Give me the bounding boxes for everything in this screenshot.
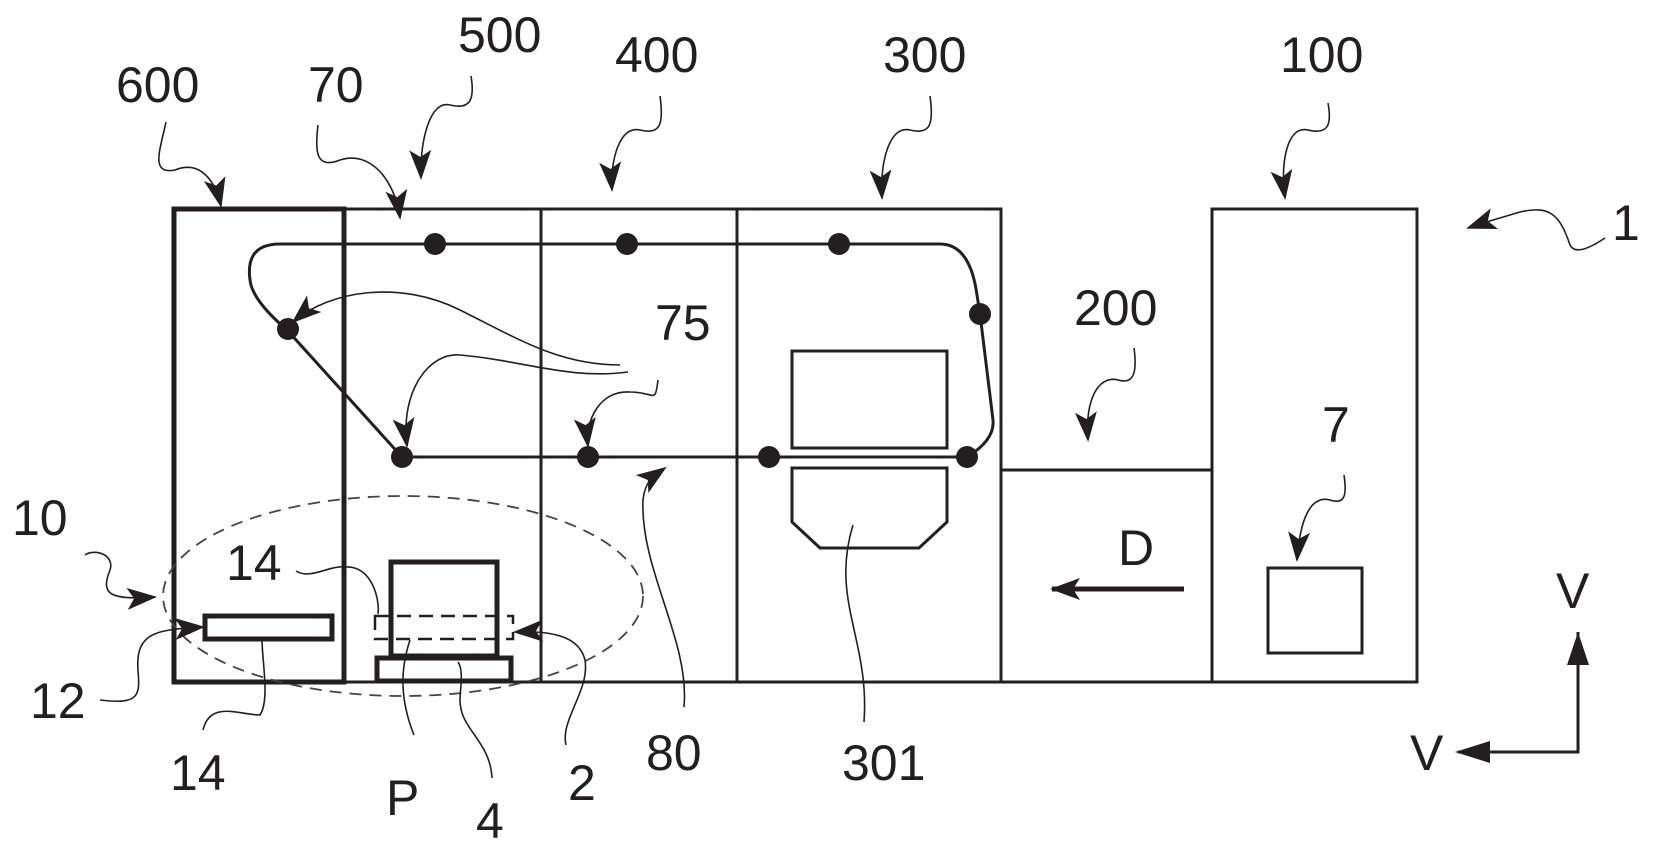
label-D: D xyxy=(1118,520,1154,576)
station-dot xyxy=(277,318,299,340)
module-200-frame xyxy=(1001,468,1214,684)
leader-200 xyxy=(1074,347,1136,442)
station-dot xyxy=(424,233,446,255)
label-14-bottom: 14 xyxy=(170,745,226,801)
leader-7 xyxy=(1288,474,1346,562)
unit-7 xyxy=(1266,566,1364,655)
transport-path xyxy=(247,242,995,459)
leader-12 xyxy=(99,617,205,702)
label-2: 2 xyxy=(568,755,596,811)
leader-70 xyxy=(315,124,408,220)
leader-4 xyxy=(457,661,493,779)
label-80: 80 xyxy=(646,725,702,781)
label-12: 12 xyxy=(30,673,86,729)
leader-P xyxy=(402,639,415,736)
leader-75-b xyxy=(392,354,629,448)
unit-301 xyxy=(790,466,949,550)
label-1: 1 xyxy=(1612,195,1640,251)
label-301: 301 xyxy=(842,735,925,791)
label-4: 4 xyxy=(476,793,504,848)
leader-2 xyxy=(513,619,587,746)
slot-12 xyxy=(202,613,335,642)
leader-10 xyxy=(84,551,157,610)
leader-1 xyxy=(1466,208,1606,251)
label-500: 500 xyxy=(458,7,541,63)
leader-600 xyxy=(158,121,226,208)
station-dot xyxy=(577,446,599,468)
printer-P xyxy=(388,559,500,659)
base-4 xyxy=(374,655,514,684)
leader-400 xyxy=(599,95,663,192)
upper-unit xyxy=(790,349,949,450)
leader-14-bottom xyxy=(202,639,266,731)
label-70: 70 xyxy=(308,57,364,113)
label-P: P xyxy=(386,770,419,826)
axis-left-arrowhead xyxy=(1455,741,1490,763)
label-200: 200 xyxy=(1074,280,1157,336)
module-600-frame xyxy=(171,206,347,685)
leader-75-a xyxy=(291,291,621,366)
label-14-top: 14 xyxy=(226,535,282,591)
leader-500 xyxy=(409,75,474,180)
station-dot xyxy=(969,303,991,325)
module-100-frame xyxy=(1210,207,1419,684)
modules-500-400-300-frame xyxy=(344,207,1003,684)
label-600: 600 xyxy=(116,57,199,113)
axis-indicator xyxy=(1458,632,1580,754)
leader-100 xyxy=(1270,102,1331,200)
label-300: 300 xyxy=(883,27,966,83)
station-dot xyxy=(616,233,638,255)
label-7: 7 xyxy=(1322,397,1350,453)
label-100: 100 xyxy=(1280,27,1363,83)
leader-14-top xyxy=(295,566,380,615)
station-dot xyxy=(391,446,413,468)
leader-300 xyxy=(869,95,933,200)
leader-301 xyxy=(845,524,866,723)
axis-up-arrowhead xyxy=(1567,632,1589,665)
label-400: 400 xyxy=(615,27,698,83)
label-10: 10 xyxy=(12,490,68,546)
leader-80 xyxy=(635,466,686,708)
station-dot xyxy=(758,446,780,468)
assembly-10-outline xyxy=(162,495,644,697)
station-dot xyxy=(828,233,850,255)
label-V-horizontal: V xyxy=(1410,725,1444,781)
label-V-vertical: V xyxy=(1556,563,1590,619)
marker-14-dashed xyxy=(373,614,515,641)
leader-75-c xyxy=(573,379,659,448)
label-75: 75 xyxy=(655,295,711,351)
station-dot xyxy=(956,446,978,468)
